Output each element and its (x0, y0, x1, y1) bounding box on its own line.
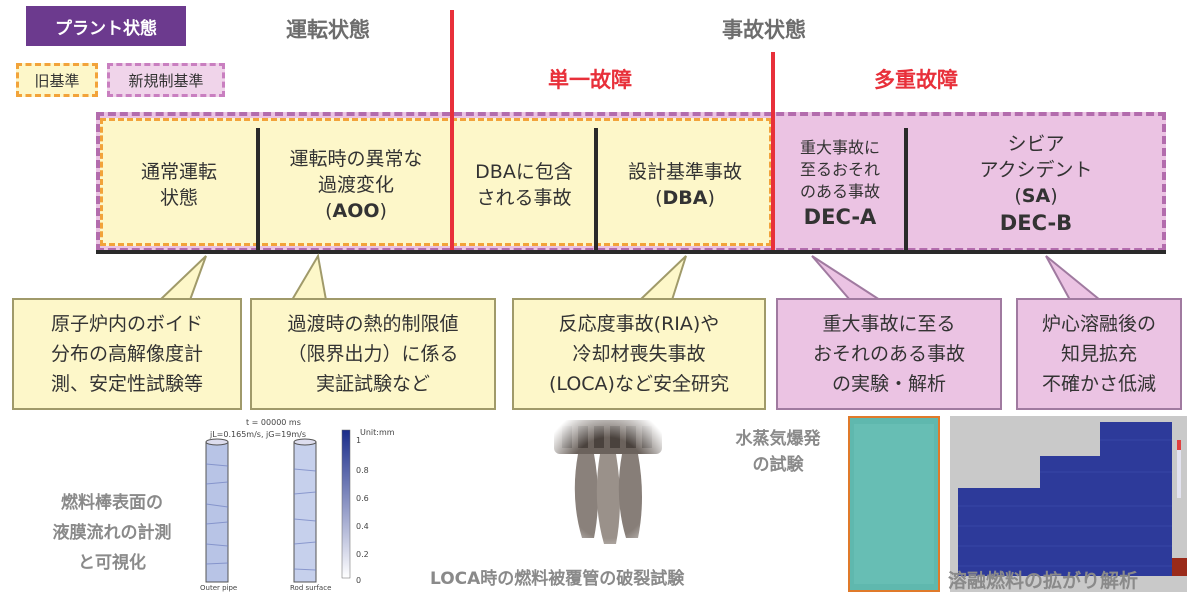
legend-old-standard: 旧基準 (16, 63, 98, 97)
film-label-outer: Outer pipe (200, 584, 238, 592)
operation-state-heading: 運転状態 (286, 18, 370, 42)
film-colorbar-ticks: 1 0.8 0.6 0.4 0.2 0 (356, 436, 369, 585)
plant-state-tag: プラント状態 (26, 6, 186, 46)
multiple-failure-heading: 多重故障 (874, 68, 958, 92)
loca-caption: LOCA時の燃料被覆管の破裂試験 (430, 569, 685, 589)
film-caption: 燃料棒表面の 液膜流れの計測 と可視化 (52, 493, 172, 573)
connector-severe-exp (811, 255, 884, 301)
steam-explosion-photo (848, 416, 940, 592)
callout-transient-tests: 過渡時の熱的制限値 （限界出力）に係る 実証試験など (250, 298, 496, 410)
state-aoo: 運転時の異常な 過渡変化 (AOO) (289, 148, 423, 222)
film-params-label: jL=0.165m/s, jG=19m/s (210, 430, 306, 439)
film-unit-label: Unit:mm (360, 428, 395, 437)
accident-state-heading: 事故状態 (722, 18, 806, 42)
film-visualization (205, 429, 351, 583)
connector-melt (1045, 255, 1103, 301)
old-standard-region (100, 118, 772, 246)
loca-burst-photo (548, 418, 668, 558)
divider-normal-aoo (256, 128, 260, 250)
divider-dba-included-dba (594, 128, 598, 250)
operation-accident-boundary (450, 10, 454, 252)
callout-void-distribution: 原子炉内のボイド 分布の高解像度計 測、安定性試験等 (12, 298, 242, 410)
callout-severe-experiments: 重大事故に至る おそれのある事故 の実験・解析 (776, 298, 1002, 410)
callout-melt-knowledge: 炉心溶融後の 知見拡充 不確かさ低減 (1016, 298, 1182, 410)
single-multiple-boundary (771, 52, 775, 252)
connector-void (157, 255, 207, 301)
state-dba-included-accident: DBAに包含 される事故 (475, 161, 573, 209)
melt-spreading-analysis (950, 416, 1187, 592)
state-normal-operation: 通常運転 状態 (140, 161, 217, 209)
melt-spreading-caption: 溶融燃料の拡がり解析 (948, 570, 1139, 592)
connector-safety (637, 255, 687, 301)
state-dec-a: 重大事故に 至るおそれ のある事故 DEC-A (799, 138, 880, 229)
single-failure-heading: 単一故障 (548, 68, 632, 92)
steam-explosion-caption: 水蒸気爆発 の試験 (735, 429, 821, 475)
connector-transient (290, 253, 328, 301)
film-time-label: t = 00000 ms (246, 418, 301, 427)
divider-deca-sa (904, 128, 908, 250)
state-severe-accident: シビア アクシデント (SA) DEC-B (979, 133, 1093, 235)
legend-new-standard: 新規制基準 (107, 63, 225, 97)
state-design-basis-accident: 設計基準事故 (DBA) (627, 161, 742, 209)
callout-safety-research: 反応度事故(RIA)や 冷却材喪失事故 (LOCA)など安全研究 (512, 298, 766, 410)
film-label-rod: Rod surface (290, 584, 332, 592)
state-axis-line (96, 250, 1166, 254)
